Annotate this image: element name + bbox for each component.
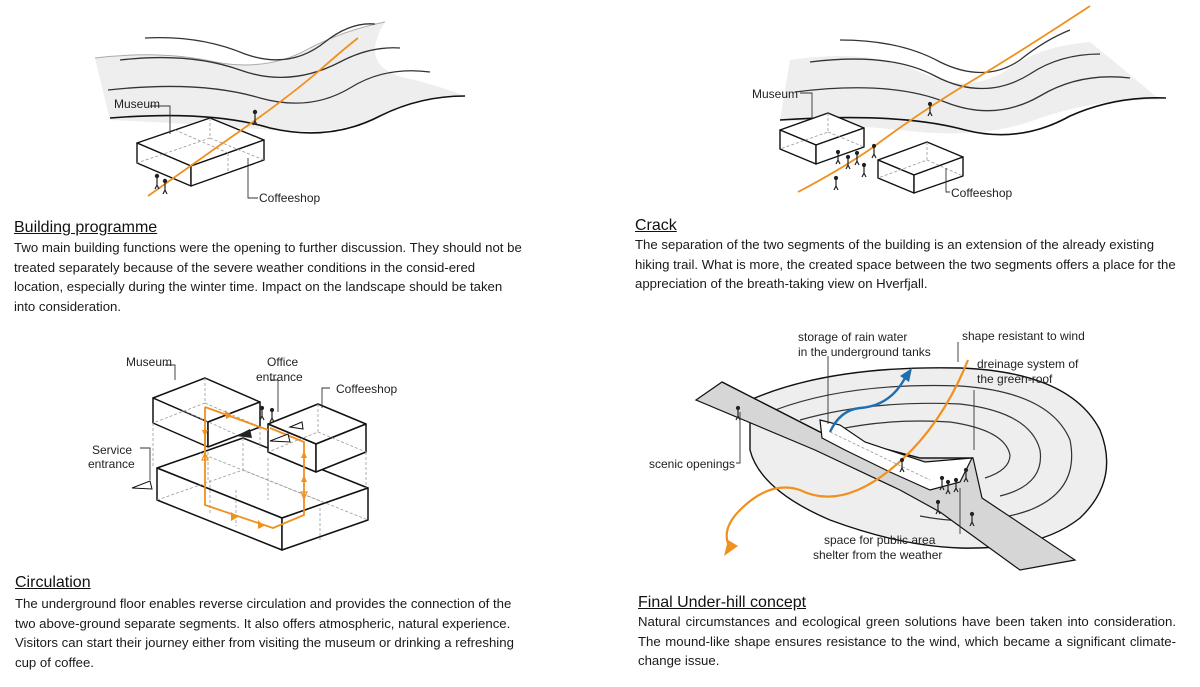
building-programme-text: Two main building functions were the ope… [14, 240, 522, 314]
label-office-entrance-line2: entrance [256, 370, 303, 384]
label-public-line1: space for public area [824, 533, 936, 547]
panel-crack: Museum Coffeeshop Crack The separation o… [600, 0, 1200, 300]
label-museum: Museum [114, 97, 161, 111]
circulation-title: Circulation [15, 574, 91, 591]
crack-diagram [779, 5, 1167, 194]
label-coffeeshop: Coffeeshop [259, 191, 321, 205]
final-concept-diagram [694, 342, 1108, 571]
crack-title: Crack [635, 217, 677, 234]
label-service-entrance-line1: Service [92, 443, 133, 457]
final-text: Natural circumstances and ecological gre… [638, 614, 1176, 668]
label-museum: Museum [752, 87, 799, 101]
label-museum: Museum [126, 355, 173, 369]
label-shape-resistant: shape resistant to wind [962, 329, 1085, 343]
label-storage-line1: storage of rain water [798, 330, 908, 344]
label-scenic-openings: scenic openings [649, 457, 736, 471]
building-programme-title: Building programme [14, 219, 158, 236]
panel-building-programme: Museum Coffeeshop Building programme Two… [0, 0, 600, 330]
label-coffeeshop: Coffeeshop [951, 186, 1013, 200]
panel-final: storage of rain water in the underground… [600, 320, 1200, 687]
circulation-diagram [131, 364, 369, 551]
label-public-line2: shelter from the weather [813, 548, 943, 562]
label-storage-line2: in the underground tanks [798, 345, 931, 359]
crack-text: The separation of the two segments of th… [635, 237, 1176, 291]
label-service-entrance-line2: entrance [88, 457, 135, 471]
building-programme-diagram [94, 21, 466, 199]
label-coffeeshop: Coffeeshop [336, 382, 398, 396]
label-dreinage-line2: the green-roof [977, 372, 1053, 386]
panel-circulation: Museum Office entrance Coffeeshop Servic… [0, 330, 600, 687]
circulation-text: The underground floor enables reverse ci… [15, 596, 514, 670]
label-dreinage-line1: dreinage system of [977, 357, 1079, 371]
label-office-entrance-line1: Office [267, 355, 299, 369]
final-title: Final Under-hill concept [638, 594, 807, 611]
